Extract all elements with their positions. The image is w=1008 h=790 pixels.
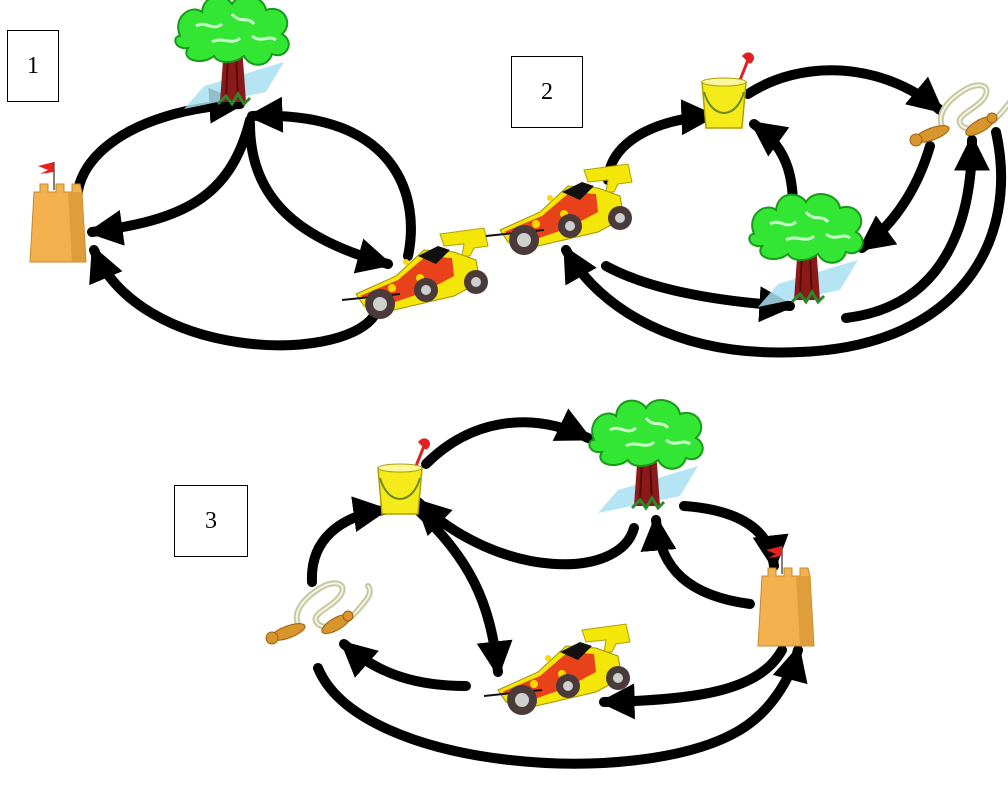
- diagram-1-arrows: [72, 87, 416, 351]
- tree-icon: [747, 192, 865, 309]
- sandcastle-icon: [757, 545, 815, 647]
- arrow-castle-to-tree: [640, 514, 755, 609]
- diagram-3-label: 3: [174, 485, 248, 557]
- arrow-tree-to-bucket: [413, 497, 639, 570]
- arrow-car-to-tree: [601, 261, 796, 323]
- arrow-car-to-tree: [246, 96, 416, 261]
- arrow-tree-to-castle: [86, 115, 255, 246]
- jump-rope-icon: [266, 583, 370, 644]
- sand-bucket-icon: [700, 52, 754, 130]
- arrow-tree-to-castle: [679, 501, 789, 572]
- diagram-3-arrows: [306, 408, 808, 769]
- arrow-car-to-rope: [339, 639, 471, 691]
- arrow-rope-to-car: [561, 127, 1007, 358]
- diagram-1: [29, 0, 489, 351]
- arrow-bucket-to-car: [411, 503, 513, 678]
- tree-icon: [587, 398, 705, 515]
- arrow-tree-to-car: [245, 119, 394, 274]
- diagram-3: [266, 398, 815, 769]
- arrow-car-to-castle: [89, 245, 379, 351]
- arrow-bucket-to-tree: [421, 408, 593, 469]
- arrow-rope-to-castle: [313, 644, 808, 769]
- diagram-1-label: 1: [7, 30, 59, 102]
- diagram-2-label: 2: [511, 56, 583, 128]
- arrow-castle-to-car: [598, 645, 787, 720]
- arrow-rope-to-tree: [857, 141, 935, 253]
- tree-icon: [173, 0, 291, 111]
- arrow-rope-to-bucket: [306, 496, 390, 587]
- diagram-2: [485, 52, 1008, 358]
- race-car-icon: [485, 163, 633, 256]
- arrow-bucket-to-rope: [743, 65, 945, 115]
- arrow-tree-to-rope: [841, 134, 990, 323]
